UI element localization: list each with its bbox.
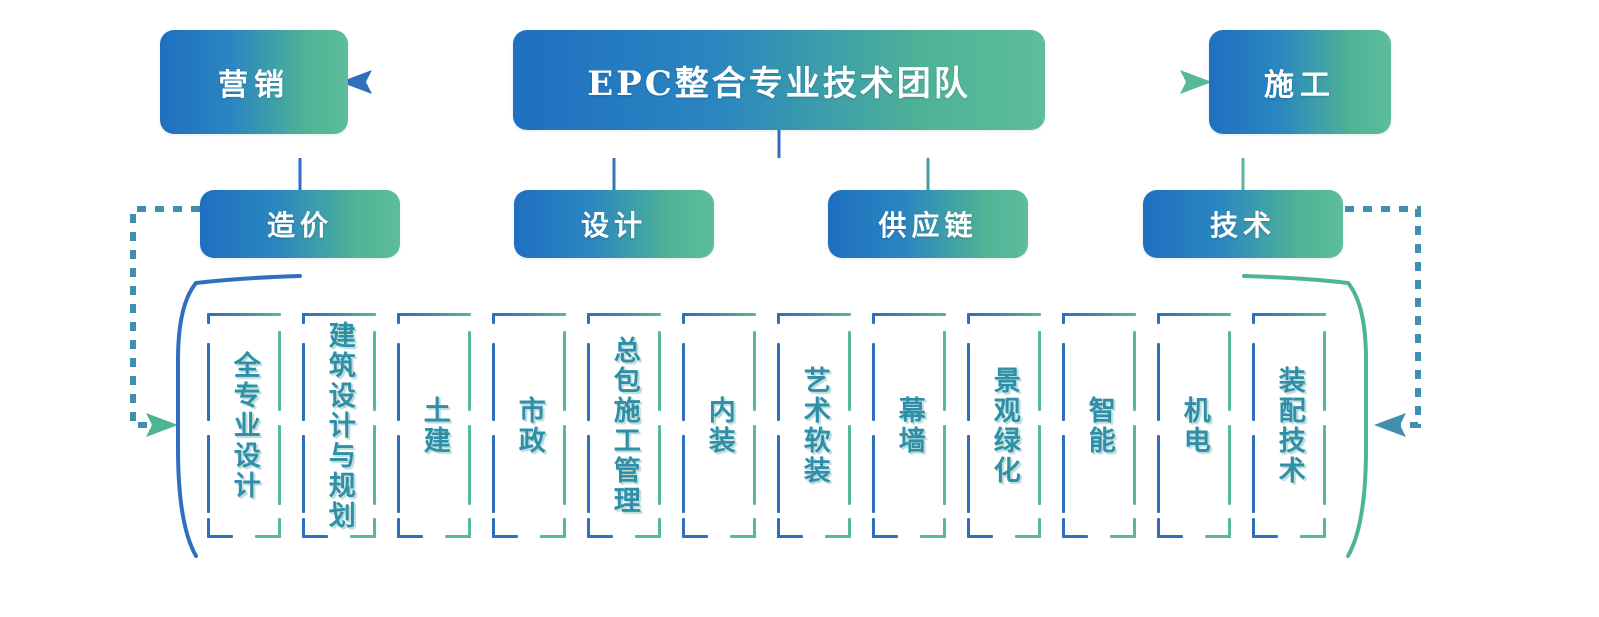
leaf-item-curtain-wall[interactable]: 幕墙: [872, 313, 946, 538]
node-title[interactable]: EPC整合专业技术团队: [513, 30, 1045, 130]
node-design[interactable]: 设计: [514, 190, 714, 258]
leaf-item-label: 建筑设计与规划: [323, 320, 355, 531]
leaf-item-label: 艺术软装: [798, 365, 830, 486]
dotted-loop-left: [130, 206, 200, 437]
leaf-item-label: 全专业设计: [228, 350, 260, 501]
dotted-loop-right: [1345, 206, 1421, 437]
node-construction-label: 施工: [1264, 68, 1336, 103]
leaf-item-label: 土建: [418, 395, 450, 456]
node-construction[interactable]: 施工: [1209, 30, 1391, 134]
leaf-item-label: 内装: [703, 395, 735, 456]
leaf-item-intelligent-systems[interactable]: 智能: [1062, 313, 1136, 538]
node-cost-label: 造价: [266, 209, 333, 242]
leaf-item-prefabrication-technology[interactable]: 装配技术: [1252, 313, 1326, 538]
leaf-item-art-soft-decoration[interactable]: 艺术软装: [777, 313, 851, 538]
leaf-item-label: 机电: [1178, 395, 1210, 456]
node-title-label: EPC整合专业技术团队: [587, 63, 971, 104]
leaf-item-label: 景观绿化: [988, 365, 1020, 486]
leaf-item-full-discipline-design[interactable]: 全专业设计: [207, 313, 281, 538]
node-design-label: 设计: [580, 209, 647, 242]
leaf-item-landscape-greening[interactable]: 景观绿化: [967, 313, 1041, 538]
node-supply-chain[interactable]: 供应链: [828, 190, 1028, 258]
node-supply-chain-label: 供应链: [878, 209, 978, 242]
leaf-item-interior-fitout[interactable]: 内装: [682, 313, 756, 538]
tree-connectors: [298, 130, 1245, 190]
leaf-item-label: 幕墙: [893, 395, 925, 456]
leaf-item-label: 装配技术: [1273, 365, 1305, 486]
leaf-item-mechanical-electrical[interactable]: 机电: [1157, 313, 1231, 538]
leaf-item-municipal[interactable]: 市政: [492, 313, 566, 538]
node-marketing[interactable]: 营销: [160, 30, 348, 134]
leaf-item-label: 市政: [513, 395, 545, 456]
node-marketing-label: 营销: [218, 68, 290, 103]
node-technology[interactable]: 技术: [1143, 190, 1343, 258]
leaf-item-civil-works[interactable]: 土建: [397, 313, 471, 538]
node-cost[interactable]: 造价: [200, 190, 400, 258]
leaf-item-label: 总包施工管理: [608, 335, 640, 516]
leaf-item-label: 智能: [1083, 395, 1115, 456]
arrow-title-to-construction: [1050, 70, 1212, 94]
node-technology-label: 技术: [1209, 209, 1276, 242]
arrow-title-to-marketing: [340, 70, 505, 94]
leaf-item-general-contracting-construction-management[interactable]: 总包施工管理: [587, 313, 661, 538]
leaf-item-architectural-design-planning[interactable]: 建筑设计与规划: [302, 313, 376, 538]
